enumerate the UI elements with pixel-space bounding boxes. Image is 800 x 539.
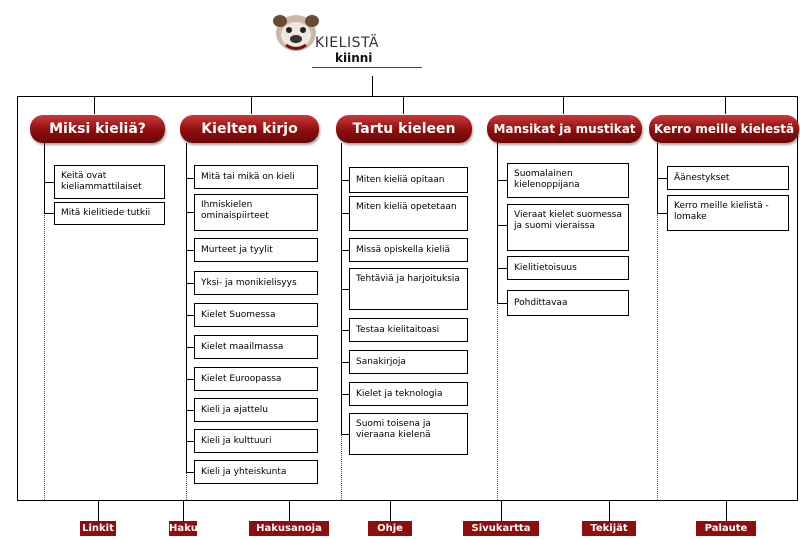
branch <box>497 225 507 226</box>
list-item[interactable]: Kielet ja teknologia <box>349 382 468 406</box>
list-item[interactable]: Äänestykset <box>667 166 789 190</box>
branch <box>341 362 349 363</box>
nav-tekijat[interactable]: Tekijät <box>582 521 636 536</box>
branch <box>497 180 507 181</box>
bottom-rail <box>17 500 798 501</box>
category-kerro-meille-kielesta[interactable]: Kerro meille kielestä <box>649 115 799 143</box>
branch <box>341 330 349 331</box>
nav-ohje[interactable]: Ohje <box>368 521 412 536</box>
category-mansikat-ja-mustikat[interactable]: Mansikat ja mustikat <box>487 115 642 143</box>
list-item[interactable]: Miten kieliä opitaan <box>349 167 468 193</box>
nav-linkit[interactable]: Linkit <box>80 521 116 536</box>
branch <box>497 303 507 304</box>
list-item[interactable]: Missä opiskella kieliä <box>349 238 468 262</box>
branch <box>186 472 194 473</box>
connector <box>563 96 564 114</box>
list-item[interactable]: Kielet maailmassa <box>194 335 318 359</box>
branch <box>497 268 507 269</box>
list-item[interactable]: Murteet ja tyylit <box>194 238 318 262</box>
connector <box>403 96 404 114</box>
branch <box>186 212 194 213</box>
connector <box>94 96 95 114</box>
list-item[interactable]: Kieli ja ajattelu <box>194 398 318 422</box>
nav-sivukartta[interactable]: Sivukartta <box>463 521 539 536</box>
list-item[interactable]: Kielet Euroopassa <box>194 367 318 391</box>
column-guide <box>497 148 498 500</box>
list-item[interactable]: Miten kieliä opetetaan <box>349 196 468 231</box>
list-item[interactable]: Kielet Suomessa <box>194 303 318 327</box>
logo-subtitle: kiinni <box>335 51 373 65</box>
branch <box>341 289 349 290</box>
right-rail <box>797 96 798 500</box>
branch <box>341 394 349 395</box>
category-kielten-kirjo[interactable]: Kielten kirjo <box>180 115 319 143</box>
list-item[interactable]: Vieraat kielet suomessa ja suomi vierais… <box>507 204 629 251</box>
branch <box>186 441 194 442</box>
list-item[interactable]: Yksi- ja monikielisyys <box>194 271 318 295</box>
stem <box>186 143 187 472</box>
list-item[interactable]: Pohdittavaa <box>507 290 629 316</box>
branch <box>186 315 194 316</box>
nav-haku[interactable]: Haku <box>169 521 198 536</box>
connector <box>501 500 502 521</box>
nav-hakusanoja[interactable]: Hakusanoja <box>249 521 329 536</box>
branch <box>186 347 194 348</box>
connector <box>251 96 252 114</box>
stem <box>44 143 45 213</box>
branch <box>341 213 349 214</box>
logo-title: KIELISTÄ <box>315 35 380 51</box>
list-item[interactable]: Kieli ja kulttuuri <box>194 429 318 453</box>
column-guide <box>44 148 45 500</box>
list-item[interactable]: Kieli ja yhteiskunta <box>194 460 318 484</box>
site-logo[interactable]: KIELISTÄ kiinni <box>262 5 422 77</box>
stem <box>341 143 342 434</box>
connector <box>98 500 99 521</box>
branch <box>186 379 194 380</box>
left-rail <box>17 96 18 500</box>
column-guide <box>657 148 658 500</box>
logo-connector <box>372 76 373 96</box>
list-item[interactable]: Suomalainen kielenoppijana <box>507 163 629 198</box>
list-item[interactable]: Mitä tai mikä on kieli <box>194 165 318 189</box>
connector <box>726 500 727 521</box>
branch <box>186 250 194 251</box>
stem <box>497 143 498 303</box>
branch <box>341 434 349 435</box>
logo-underline <box>312 67 422 68</box>
branch <box>44 213 54 214</box>
nav-palaute[interactable]: Palaute <box>696 521 756 536</box>
list-item[interactable]: Tehtäviä ja harjoituksia <box>349 268 468 310</box>
branch <box>186 178 194 179</box>
branch <box>657 213 667 214</box>
list-item[interactable]: Sanakirjoja <box>349 350 468 374</box>
branch <box>657 178 667 179</box>
bulldog-mascot-icon <box>273 15 319 51</box>
list-item[interactable]: Ihmiskielen ominaispiirteet <box>194 194 318 231</box>
list-item[interactable]: Kerro meille kielistä -lomake <box>667 195 789 231</box>
connector <box>390 500 391 521</box>
list-item[interactable]: Kielitietoisuus <box>507 256 629 280</box>
category-miksi-kielia[interactable]: Miksi kieliä? <box>30 115 165 143</box>
top-rail <box>17 96 798 97</box>
branch <box>341 180 349 181</box>
category-tartu-kieleen[interactable]: Tartu kieleen <box>336 115 472 143</box>
branch <box>186 410 194 411</box>
connector <box>183 500 184 521</box>
branch <box>44 182 54 183</box>
list-item[interactable]: Suomi toisena ja vieraana kielenä <box>349 413 468 455</box>
list-item[interactable]: Mitä kielitiede tutkii <box>54 202 165 225</box>
branch <box>341 250 349 251</box>
branch <box>186 283 194 284</box>
connector <box>609 500 610 521</box>
connector <box>289 500 290 521</box>
list-item[interactable]: Keitä ovat kieliammattilaiset <box>54 165 165 199</box>
list-item[interactable]: Testaa kielitaitoasi <box>349 318 468 342</box>
connector <box>725 96 726 114</box>
